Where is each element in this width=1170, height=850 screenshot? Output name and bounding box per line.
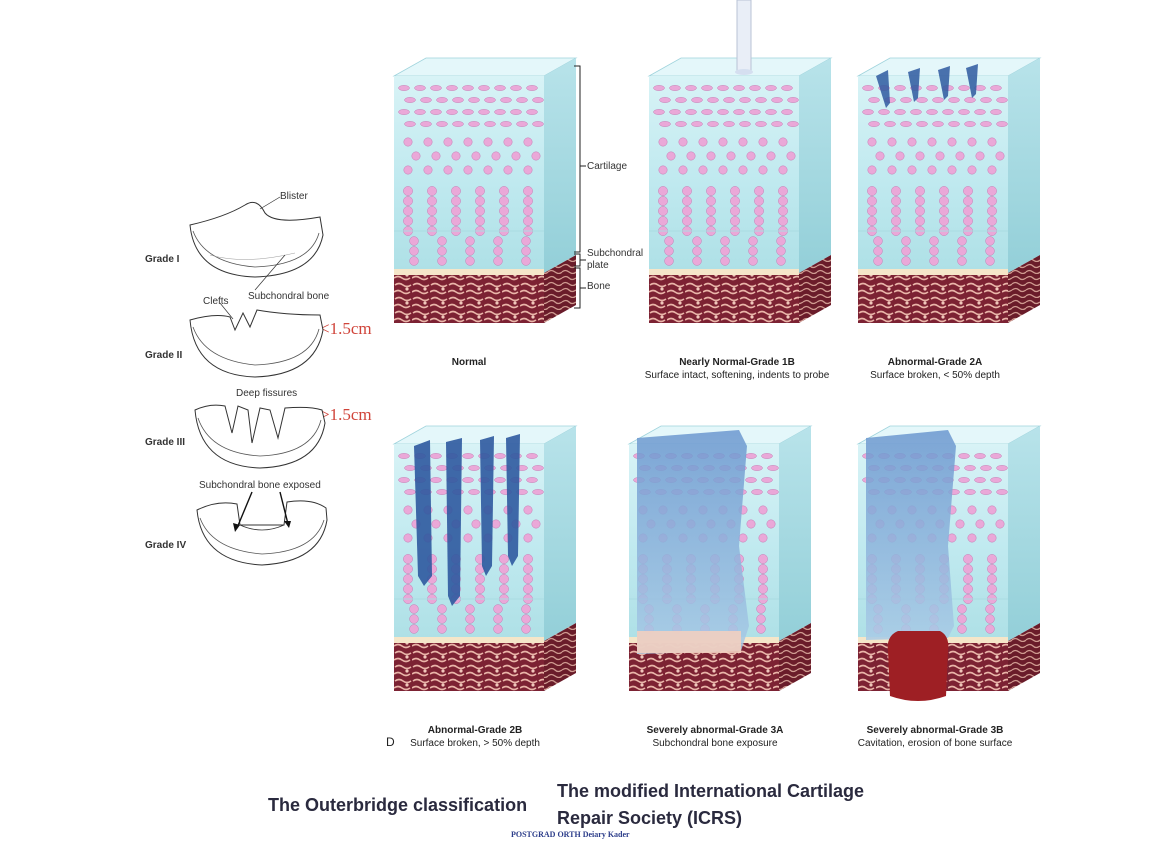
shallow-fissures [876, 64, 978, 108]
icrs-block-grade-1b [647, 0, 833, 323]
icrs-block-normal [392, 57, 578, 323]
grade-ii-drawing [189, 302, 324, 378]
bone-label: Bone [587, 281, 611, 292]
cavity [637, 430, 749, 654]
size-note-gt: >1.5cm [320, 405, 372, 424]
grade-iv-label: Grade IV [145, 540, 187, 551]
caption-2a-sub: Surface broken, < 50% depth [870, 370, 1000, 381]
caption-2a-title: Abnormal-Grade 2A [887, 357, 983, 368]
cartilage-label: Cartilage [587, 161, 628, 172]
caption-2b-prefix: D [386, 735, 395, 749]
caption-3a-sub: Subchondral bone exposure [652, 738, 778, 749]
icrs-block-grade-2b [392, 425, 578, 691]
caption-2b-sub: Surface broken, > 50% depth [410, 738, 540, 749]
caption-2b-title: Abnormal-Grade 2B [427, 725, 523, 736]
caption-normal-title: Normal [451, 357, 487, 368]
subchondral-bone-label: Subchondral bone [248, 291, 330, 302]
grade-i-drawing [189, 196, 324, 291]
caption-3b-title: Severely abnormal-Grade 3B [866, 725, 1004, 736]
subchondral-label: Subchondral [587, 248, 644, 259]
icrs-block-grade-3a [627, 425, 813, 691]
deep-fissures-label: Deep fissures [236, 388, 298, 399]
grade-ii-label: Grade II [145, 350, 183, 361]
layer-brackets [574, 65, 586, 309]
outerbridge-title: The Outerbridge classification [268, 795, 528, 815]
caption-3a-title: Severely abnormal-Grade 3A [646, 725, 784, 736]
cavity [866, 430, 956, 640]
grade-iii-label: Grade III [145, 437, 186, 448]
blister-label: Blister [280, 191, 308, 202]
icrs-title-line1: The modified International Cartilage [557, 781, 865, 801]
size-note-lt: <1.5cm [320, 319, 372, 338]
deep-fissures [414, 434, 520, 606]
grade-iv-drawing [196, 491, 328, 566]
grade-i-label: Grade I [145, 254, 180, 265]
clefts-label: Clefts [203, 296, 229, 307]
caption-1b-sub: Surface intact, softening, indents to pr… [644, 370, 830, 381]
icrs-title-line2: Repair Society (ICRS) [557, 808, 743, 828]
caption-3b-sub: Cavitation, erosion of bone surface [857, 738, 1013, 749]
plate-label: plate [587, 260, 609, 271]
grade-iii-drawing [194, 404, 326, 469]
subchondral-exposed-label: Subchondral bone exposed [199, 480, 321, 491]
icrs-block-grade-3b [856, 425, 1042, 701]
credit-text: POSTGRAD ORTH Deiary Kader [511, 830, 630, 839]
icrs-block-grade-2a [856, 57, 1042, 323]
caption-1b-title: Nearly Normal-Grade 1B [679, 357, 795, 368]
